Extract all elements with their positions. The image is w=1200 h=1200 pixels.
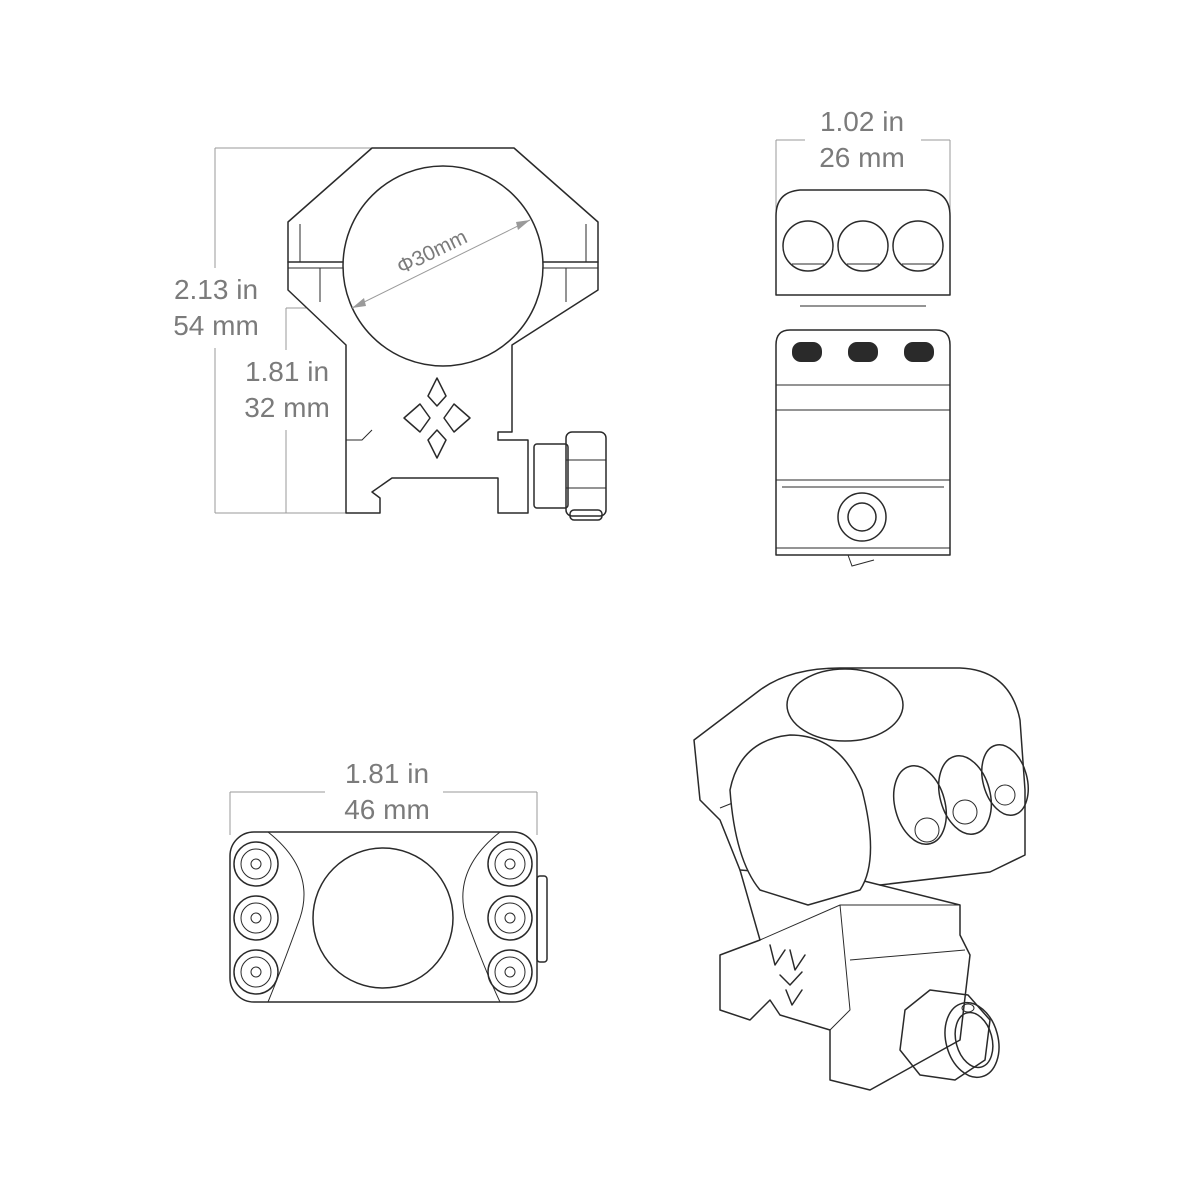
diameter-arrow-right	[516, 220, 530, 230]
top-outline	[229, 831, 538, 1003]
length-mm-label: 46 mm	[344, 794, 430, 825]
isometric-view	[693, 667, 1029, 1091]
length-in-label: 1.81 in	[345, 758, 429, 789]
label-bg-total	[160, 268, 270, 348]
center-height-mm-label: 32 mm	[244, 392, 330, 423]
iso-body-edge-top	[759, 904, 960, 941]
iso-cap	[693, 667, 1026, 886]
cap-screw-hole-1	[782, 220, 834, 272]
label-bg-center	[232, 350, 342, 430]
iso-clamp-nut	[899, 989, 1000, 1081]
label-bg-width	[805, 100, 921, 180]
label-bg-length	[325, 752, 443, 832]
top-tube-circle	[312, 847, 454, 989]
torx-screws	[233, 841, 533, 995]
diameter-line	[351, 219, 531, 309]
rail-notch-left	[346, 429, 373, 441]
center-height-in-label: 1.81 in	[245, 356, 329, 387]
iso-body-edge-front	[829, 904, 851, 1031]
iso-cap-top-ellipse	[786, 668, 904, 742]
ring-bottom-body	[287, 261, 599, 514]
side-view: 1.02 in 26 mm	[775, 100, 951, 567]
iso-body	[719, 869, 971, 1091]
top-view: 1.81 in 46 mm	[229, 752, 548, 1003]
top-curve-left	[267, 831, 305, 1003]
iso-body-edge-mid	[849, 949, 966, 961]
cap-screw-hole-3	[892, 220, 944, 272]
clamp-nut	[533, 431, 607, 521]
side-body	[775, 329, 951, 556]
iso-cap-edge	[699, 799, 741, 871]
cross-bolt-inner	[847, 502, 877, 532]
tube-bore	[342, 165, 544, 367]
front-view: 2.13 in 54 mm 1.81 in 32 mm Φ30mm	[160, 147, 607, 521]
total-height-in-label: 2.13 in	[174, 274, 258, 305]
set-screws	[792, 342, 934, 362]
iso-brand-logo-icon	[769, 944, 806, 1006]
cross-bolt-tip	[847, 554, 875, 567]
total-height-mm-label: 54 mm	[173, 310, 259, 341]
iso-bore	[729, 734, 872, 906]
width-mm-label: 26 mm	[819, 142, 905, 173]
cross-bolt-head	[837, 492, 887, 542]
diameter-arrow-left	[352, 298, 366, 308]
cap-screw-hole-2	[837, 220, 889, 272]
iso-screw-holes	[892, 744, 1029, 845]
brand-logo-icon	[403, 377, 471, 459]
top-clamp	[536, 875, 548, 963]
width-in-label: 1.02 in	[820, 106, 904, 137]
top-curve-right	[462, 831, 501, 1003]
side-cap	[775, 189, 951, 296]
